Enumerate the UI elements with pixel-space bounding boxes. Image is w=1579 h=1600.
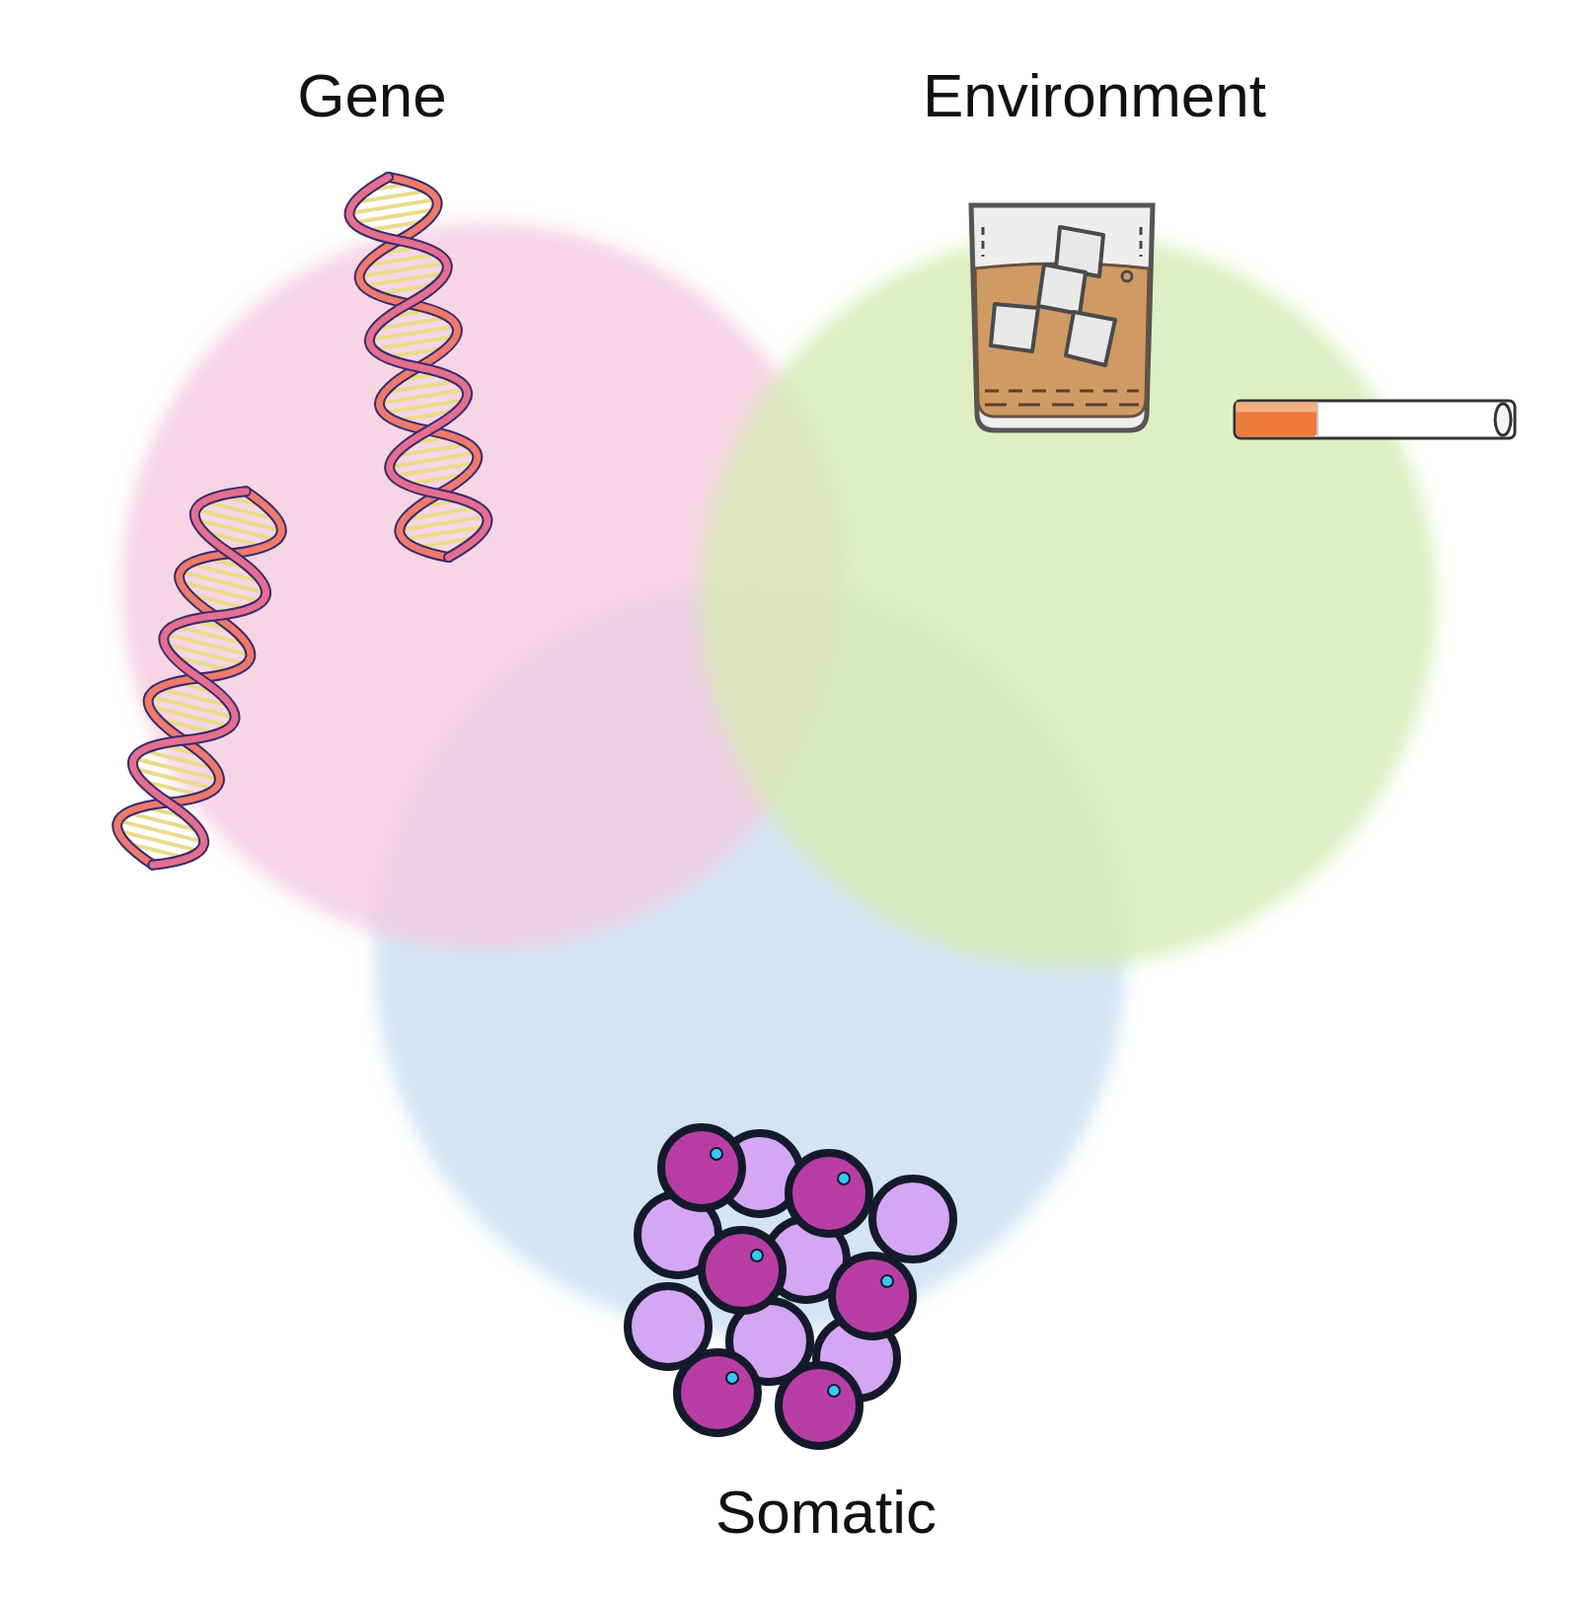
circle-label: Environment [867,61,1322,131]
dna-helix [109,480,290,876]
circle-label: Gene [145,61,600,131]
cell-cluster [627,1127,954,1446]
circle-label: Somatic [599,1477,1053,1547]
cigarette [1234,400,1515,439]
whisky-glass [971,205,1153,431]
dna-helix [344,169,493,564]
circle-outline [696,227,1441,973]
venn-circle: Environment [696,227,1441,973]
circle-fill [700,231,1437,969]
